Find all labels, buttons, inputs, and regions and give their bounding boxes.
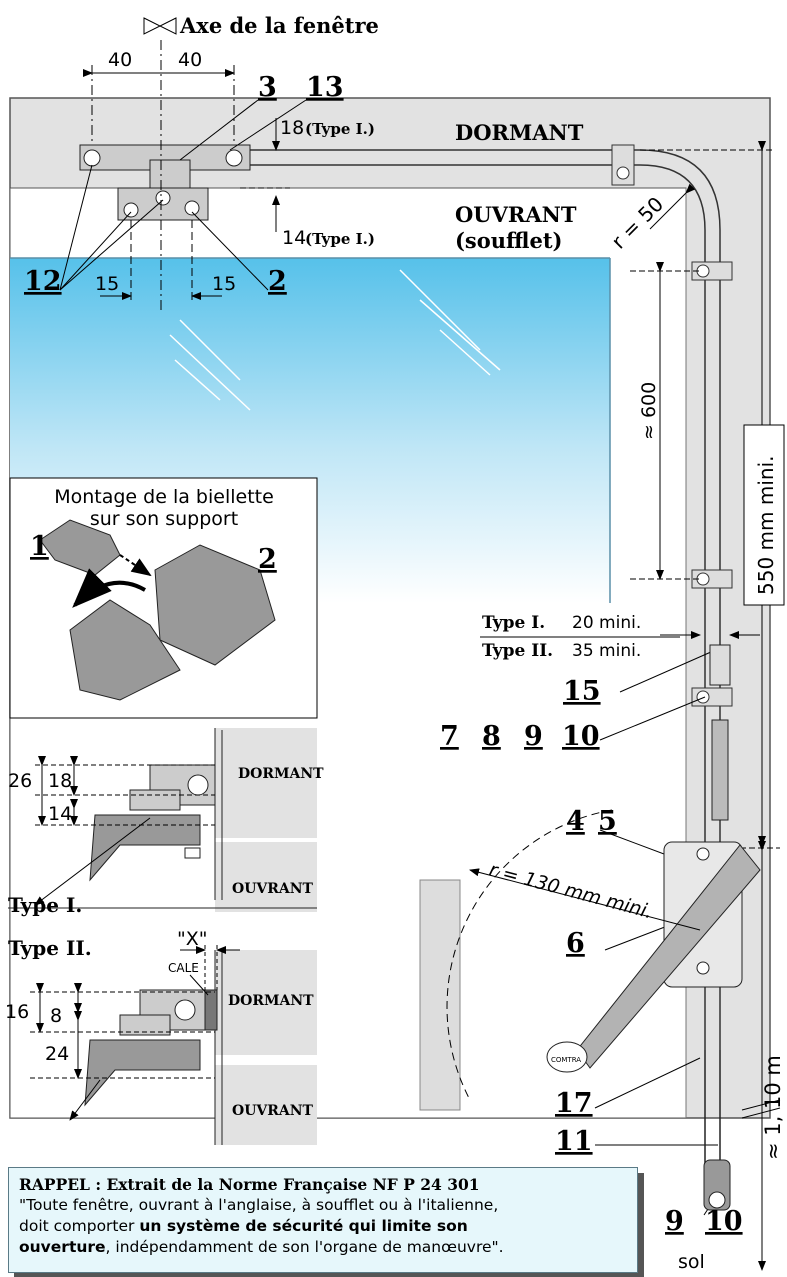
dim-40-left: 40 <box>108 49 132 71</box>
norm-line-3: ouverture, indépendamment de son l'organ… <box>19 1237 627 1258</box>
spec-type-ii-label: Type II. <box>482 641 553 661</box>
rod-guide <box>611 144 733 707</box>
operator-handle <box>546 644 761 1211</box>
axis-label: Axe de la fenêtre <box>179 13 379 38</box>
norm-reminder-box: RAPPEL : Extrait de la Norme Française N… <box>8 1167 638 1273</box>
dim-14: 14 <box>282 227 306 249</box>
ref-6: 6 <box>566 928 585 959</box>
dim-550: 550 mm mini. <box>754 456 778 595</box>
ref-10-bottom: 10 <box>705 1206 743 1237</box>
label-dormant-top: DORMANT <box>455 120 584 145</box>
dim-x: "X" <box>177 928 208 950</box>
dim-15-right: 15 <box>212 273 236 295</box>
ref-10: 10 <box>562 721 600 752</box>
ref-11: 11 <box>555 1126 593 1157</box>
window-frame <box>9 97 771 1119</box>
label-dormant-type-ii: DORMANT <box>228 993 314 1009</box>
spec-type-i-label: Type I. <box>482 613 545 633</box>
dim-110: ≈ 1, 10 m <box>761 1055 785 1160</box>
dim-550-box <box>743 424 785 606</box>
glass-reflection <box>169 269 501 411</box>
spec-type-ii: 35 mini. <box>572 641 641 661</box>
label-soufflet: (soufflet) <box>455 228 562 253</box>
ref-17: 17 <box>555 1088 593 1119</box>
dim-16: 16 <box>5 1001 29 1023</box>
ref-9-bottom: 9 <box>665 1206 684 1237</box>
swing-arc <box>446 809 613 1101</box>
top-bracket <box>79 144 251 221</box>
norm-line-2a: doit comporter <box>19 1217 140 1235</box>
norm-line-2b: un système de sécurité qui limite son <box>139 1217 468 1235</box>
label-ouvrant-type-i: OUVRANT <box>232 881 314 897</box>
label-type-i: Type I. <box>8 893 82 917</box>
ref-13: 13 <box>306 72 344 103</box>
dim-600: ≈ 600 <box>638 382 660 440</box>
dim-14-detail: 14 <box>48 803 72 825</box>
ref-3: 3 <box>258 72 277 103</box>
dim-8: 8 <box>50 1005 62 1027</box>
norm-line-2: doit comporter un système de sécurité qu… <box>19 1216 627 1237</box>
montage-title-1: Montage de la biellette <box>54 486 274 508</box>
type-ii-detail <box>84 950 317 1145</box>
spec-type-i: 20 mini. <box>572 613 641 633</box>
dim-18-detail: 18 <box>48 770 72 792</box>
label-ouvrant-type-ii: OUVRANT <box>232 1103 314 1119</box>
norm-line-1: "Toute fenêtre, ouvrant à l'anglaise, à … <box>19 1196 499 1214</box>
ref-4: 4 <box>566 806 585 837</box>
dim-26: 26 <box>8 770 32 792</box>
ref-5: 5 <box>598 806 617 837</box>
type-i-detail <box>8 728 317 912</box>
label-cale: CALE <box>168 961 199 975</box>
norm-line-3a: ouverture <box>19 1238 106 1256</box>
ref-15: 15 <box>563 676 601 707</box>
brand-comtra: COMTRA <box>551 1056 581 1064</box>
type-i-suffix-14: (Type I.) <box>305 230 375 248</box>
norm-line-3b: , indépendamment de son l'organe de manœ… <box>105 1238 504 1256</box>
montage-title-2: sur son support <box>90 508 238 530</box>
label-dormant-type-i: DORMANT <box>238 766 324 782</box>
dim-40-right: 40 <box>178 49 202 71</box>
ref-12: 12 <box>24 266 62 297</box>
wall <box>419 879 461 1111</box>
dim-15-left: 15 <box>95 273 119 295</box>
ref-7: 7 <box>440 721 459 752</box>
dim-24: 24 <box>45 1043 69 1065</box>
ref-9: 9 <box>524 721 543 752</box>
label-ouvrant-top: OUVRANT <box>455 202 577 227</box>
type-i-suffix-18: (Type I.) <box>305 120 375 138</box>
dim-18: 18 <box>280 117 304 139</box>
ref-2-inset: 2 <box>258 544 277 575</box>
norm-heading: RAPPEL : Extrait de la Norme Française N… <box>19 1175 480 1194</box>
ref-1: 1 <box>30 531 49 562</box>
montage-inset <box>9 477 318 719</box>
label-type-ii: Type II. <box>8 936 92 960</box>
ref-2: 2 <box>268 266 287 297</box>
ref-8: 8 <box>482 721 501 752</box>
axis-symbol <box>143 17 177 35</box>
label-sol: sol <box>678 1251 705 1273</box>
